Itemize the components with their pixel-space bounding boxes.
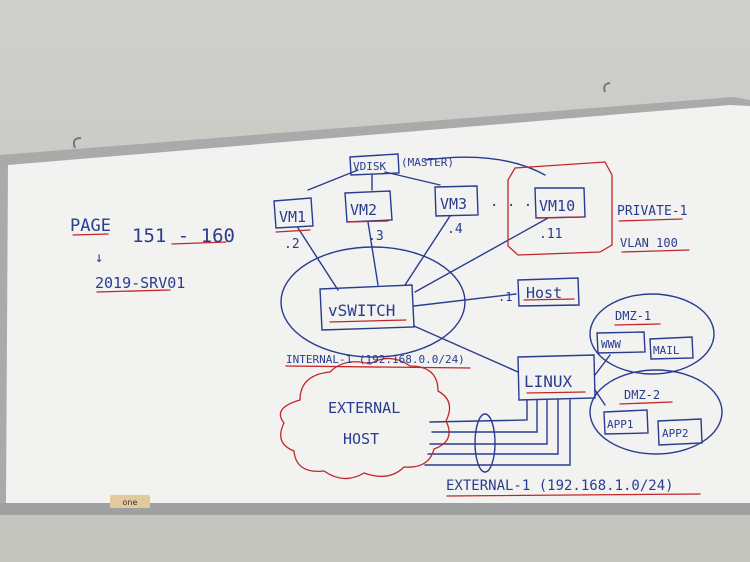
ip-host: .1	[498, 290, 512, 304]
vswitch-box	[319, 284, 415, 331]
hook-right	[603, 82, 611, 93]
dmz1-ellipse	[589, 293, 715, 375]
vm10-label: VM10	[539, 197, 575, 215]
private1-group	[507, 161, 613, 256]
vdisk-note: (MASTER)	[401, 156, 454, 169]
ip-vm10: .11	[539, 227, 562, 242]
app1-label: APP1	[607, 418, 634, 431]
vm1-box	[273, 197, 314, 229]
linux-box	[517, 354, 596, 401]
vm3-label: VM3	[440, 195, 467, 213]
page-label: PAGE	[70, 216, 111, 236]
hook-left	[72, 137, 82, 149]
external-host-line1: EXTERNAL	[328, 399, 400, 417]
line-vswitch-host	[413, 293, 517, 307]
external-host-line2: HOST	[343, 430, 379, 448]
www-box	[596, 331, 646, 354]
app1-box	[603, 409, 649, 435]
line-vm1-vswitch	[297, 227, 339, 291]
marker-tray	[0, 503, 750, 517]
dmz2-ellipse	[589, 369, 723, 455]
private-network-label: PRIVATE-1	[617, 204, 687, 219]
eraser	[110, 495, 150, 508]
www-label: WWW	[601, 338, 621, 351]
arrow-vdisk-vm1	[307, 169, 359, 191]
vm10-box	[534, 187, 586, 219]
external-host-cloud	[279, 357, 451, 480]
linux-label: LINUX	[524, 372, 573, 391]
dmz1-label: DMZ-1	[615, 309, 651, 323]
external-network-label: EXTERNAL-1 (192.168.1.0/24)	[446, 478, 674, 494]
ip-vm1: .2	[284, 237, 300, 252]
arrow-vdisk-vm10	[424, 156, 546, 176]
vm3-box	[434, 185, 479, 217]
line-linux-dmz2	[594, 389, 606, 406]
mail-box	[649, 336, 694, 360]
mail-label: MAIL	[653, 344, 680, 357]
server-name: 2019-SRV01	[95, 274, 185, 292]
vm-dots: . . .	[490, 194, 532, 210]
line-linux-ext-3	[429, 399, 548, 445]
vlan-label: VLAN 100	[620, 236, 678, 250]
host-label: Host	[526, 284, 562, 302]
internal-network-label: INTERNAL-1 (192.168.0.0/24)	[286, 353, 465, 366]
vm1-label: VM1	[279, 208, 306, 226]
line-vswitch-linux	[413, 325, 519, 373]
dmz2-label: DMZ-2	[624, 388, 660, 402]
app2-box	[657, 418, 703, 446]
vm2-box	[344, 190, 393, 223]
line-vm10-vswitch	[414, 217, 549, 293]
down-arrow: ↓	[95, 250, 103, 266]
line-vm3-vswitch	[404, 215, 451, 286]
line-linux-dmz1	[594, 354, 611, 376]
line-linux-ext-1	[429, 399, 528, 423]
arrow-vdisk-vm3	[384, 171, 441, 186]
vswitch-label: vSWITCH	[328, 301, 395, 320]
line-linux-ext-5	[424, 399, 571, 466]
vdisk-label: VDISK	[353, 160, 386, 173]
line-vm2-vswitch	[367, 221, 379, 286]
vm2-label: VM2	[350, 201, 377, 219]
eraser-label: one	[123, 498, 138, 507]
ip-vm2: .3	[368, 229, 384, 244]
vdisk-box	[349, 153, 400, 176]
bundle-ellipse	[474, 413, 496, 473]
page-range: 151 - 160	[132, 225, 235, 247]
board-surface	[6, 105, 750, 505]
ip-vm3: .4	[447, 222, 463, 237]
line-linux-ext-2	[431, 399, 538, 433]
host-box	[517, 277, 580, 307]
internal-network-ellipse	[280, 246, 466, 358]
line-linux-ext-4	[427, 399, 559, 455]
app2-label: APP2	[662, 427, 689, 440]
